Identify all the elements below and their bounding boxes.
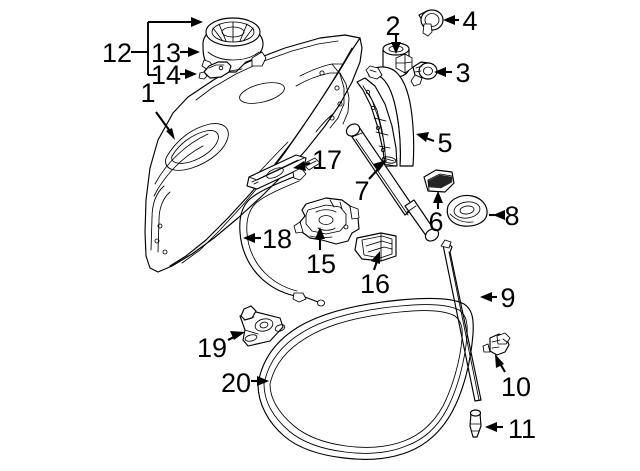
callout-label-12: 12 <box>102 38 132 68</box>
callout-label-8: 8 <box>504 201 519 231</box>
part-ball-stud-socket <box>423 169 455 193</box>
part-rod-end-bumper <box>469 409 482 438</box>
part-hinge-bushing <box>382 42 413 78</box>
part-weatherstrip-seal <box>257 297 474 460</box>
callout-leader-11 <box>485 422 503 432</box>
callout-leader-14 <box>180 69 197 79</box>
callout-leader-20 <box>251 376 269 386</box>
part-plug-cap <box>418 9 444 37</box>
callout-leader-2 <box>391 35 401 54</box>
callout-label-10: 10 <box>501 372 531 402</box>
callout-leader-18 <box>243 233 261 243</box>
callout-label-11: 11 <box>508 414 536 444</box>
callout-label-5: 5 <box>437 128 452 158</box>
callout-leader-15 <box>315 227 325 250</box>
callout-leader-4 <box>443 15 459 25</box>
callout-leader-9 <box>480 292 497 302</box>
callout-leader-12 <box>131 17 203 76</box>
callout-label-18: 18 <box>262 224 292 254</box>
callout-label-16: 16 <box>360 269 390 299</box>
callout-leader-3 <box>434 67 452 77</box>
part-handle-trim <box>246 154 307 190</box>
callout-leader-7 <box>368 160 387 180</box>
callout-label-13: 13 <box>151 38 181 68</box>
callout-label-2: 2 <box>385 11 400 41</box>
callout-label-4: 4 <box>462 6 477 36</box>
part-support-rod <box>440 239 482 402</box>
callout-label-20: 20 <box>221 368 251 398</box>
callout-leader-10 <box>495 354 506 373</box>
callout-leader-17 <box>293 161 311 171</box>
part-trunk-lid-panel <box>144 34 363 273</box>
part-grommet <box>446 194 488 227</box>
part-trunk-latch <box>293 197 360 245</box>
part-latch-striker <box>354 232 397 262</box>
callout-leader-8 <box>489 210 505 220</box>
part-gas-lift-support <box>345 123 440 242</box>
part-release-cable <box>239 157 325 307</box>
part-hinge-arm <box>356 65 415 167</box>
callout-leader-13 <box>180 47 200 57</box>
callout-label-1: 1 <box>140 78 155 108</box>
callout-label-19: 19 <box>197 333 227 363</box>
callout-label-3: 3 <box>455 58 470 88</box>
callout-label-14: 14 <box>151 60 181 90</box>
callout-label-15: 15 <box>306 249 336 279</box>
part-rod-bracket <box>482 332 511 356</box>
callout-label-6: 6 <box>428 207 443 237</box>
part-hinge-screw <box>410 61 438 87</box>
callout-leader-16 <box>371 251 380 271</box>
callout-leader-19 <box>227 331 245 341</box>
callout-leader-5 <box>416 132 435 142</box>
part-hinge-bracket <box>239 305 286 347</box>
callout-label-17: 17 <box>312 145 342 175</box>
part-speaker <box>201 17 267 73</box>
callout-label-9: 9 <box>500 283 515 313</box>
callout-leader-1 <box>155 111 175 140</box>
callout-leader-6 <box>433 191 443 209</box>
callout-label-7: 7 <box>354 176 369 206</box>
part-speaker-clip <box>198 61 232 80</box>
